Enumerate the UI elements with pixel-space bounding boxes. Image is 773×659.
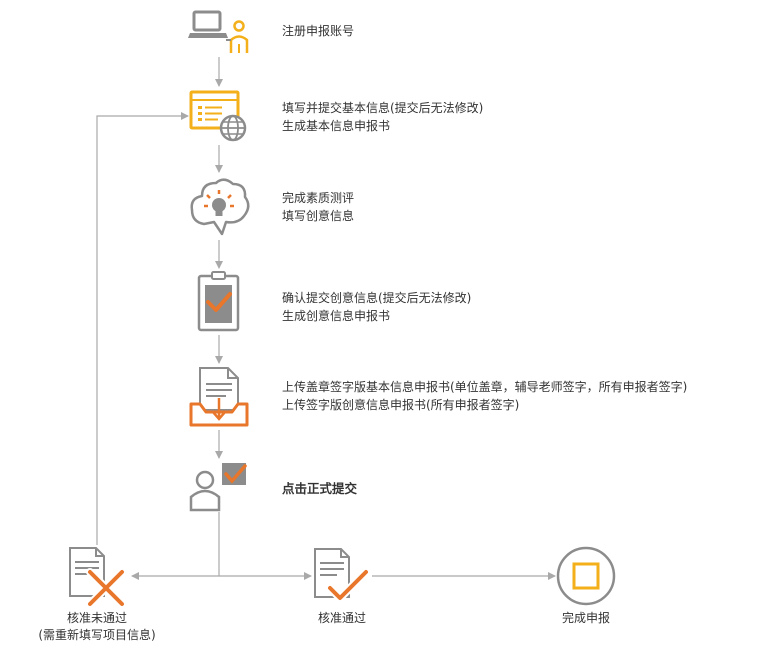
step-2-line-2: 生成基本信息申报书 (282, 119, 391, 133)
step-4-label: 确认提交创意信息(提交后无法修改) 生成创意信息申报书 (282, 289, 471, 325)
laptop-user-icon (188, 10, 249, 53)
done-caption: 完成申报 (536, 610, 636, 627)
step-3-line-2: 填写创意信息 (282, 209, 355, 223)
clipboard-check-icon (197, 271, 240, 332)
rejected-caption: 核准未通过 (需重新填写项目信息) (22, 610, 172, 644)
document-check-icon (314, 548, 370, 602)
step-3-label: 完成素质测评 填写创意信息 (282, 189, 354, 225)
approved-caption: 核准通过 (292, 610, 392, 627)
step-4-line-2: 生成创意信息申报书 (282, 309, 391, 323)
rejected-line-2: (需重新填写项目信息) (38, 628, 156, 642)
step-6-label: 点击正式提交 (282, 480, 357, 498)
step-5-label: 上传盖章签字版基本信息申报书(单位盖章，辅导老师签字，所有申报者签字) 上传签字… (282, 378, 687, 414)
step-1-label: 注册申报账号 (282, 22, 354, 40)
step-5-line-2: 上传签字版创意信息申报书(所有申报者签字) (282, 398, 520, 412)
step-3-line-1: 完成素质测评 (282, 191, 355, 205)
done-line-1: 完成申报 (561, 611, 610, 625)
step-1-line-1: 注册申报账号 (282, 24, 355, 38)
step-2-line-1: 填写并提交基本信息(提交后无法修改) (282, 101, 484, 115)
web-form-icon (189, 90, 247, 142)
document-upload-tray-icon (189, 367, 249, 427)
step-6-line-1: 点击正式提交 (282, 481, 358, 496)
idea-cloud-icon (190, 178, 250, 236)
person-check-icon (189, 463, 247, 512)
document-cross-icon (69, 547, 126, 608)
connector-lines (96, 57, 556, 580)
step-4-line-1: 确认提交创意信息(提交后无法修改) (282, 291, 472, 305)
step-5-line-1: 上传盖章签字版基本信息申报书(单位盖章，辅导老师签字，所有申报者签字) (282, 380, 688, 394)
step-2-label: 填写并提交基本信息(提交后无法修改) 生成基本信息申报书 (282, 99, 483, 135)
rejected-line-1: 核准未通过 (66, 611, 127, 625)
complete-circle-icon (556, 546, 616, 606)
approved-line-1: 核准通过 (317, 611, 366, 625)
